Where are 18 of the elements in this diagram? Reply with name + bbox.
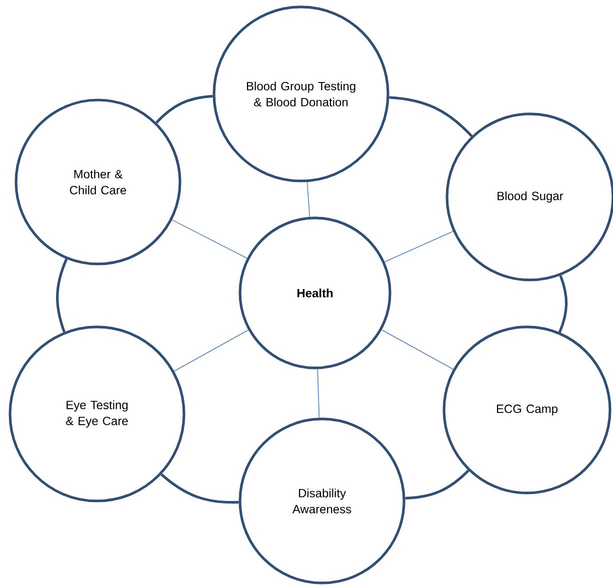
connector-line <box>317 368 320 418</box>
connector-line <box>306 182 310 218</box>
connector-line <box>174 330 249 372</box>
circle-node: Health <box>238 216 392 370</box>
ring-arc <box>405 470 470 500</box>
circle-node: ECG Camp <box>442 326 612 494</box>
connector-line <box>384 230 454 262</box>
ring-arc <box>56 258 68 332</box>
circle-node: Eye Testing & Eye Care <box>8 326 186 502</box>
circle-node: Mother & Child Care <box>14 98 182 266</box>
ring-arc <box>389 96 473 138</box>
ring-arc <box>156 94 213 124</box>
connector-line <box>381 329 454 370</box>
circle-node: Blood Group Testing & Blood Donation <box>212 6 390 182</box>
circle-node: Disability Awareness <box>238 418 406 584</box>
ring-arc <box>160 473 239 504</box>
ring-arc <box>558 275 568 333</box>
connector-line <box>172 220 248 259</box>
